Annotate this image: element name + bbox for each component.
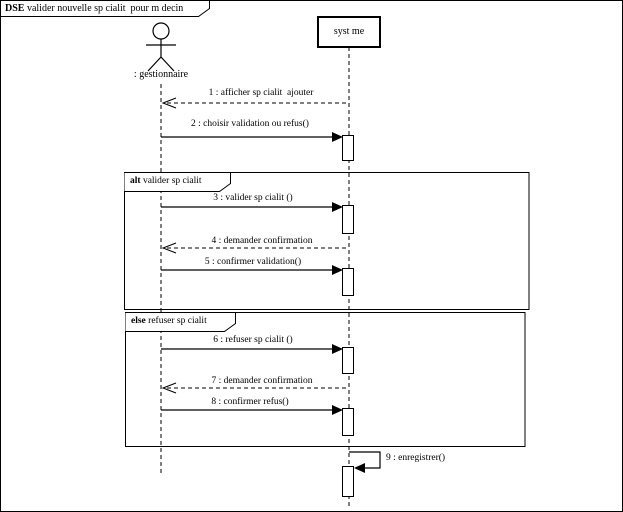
alt-fragment-box — [124, 172, 530, 310]
else-condition: refuser sp cialit — [148, 316, 207, 326]
activation-bar-msg8 — [342, 408, 354, 436]
else-fragment-pentagon — [125, 312, 236, 332]
message-6-arrow — [161, 344, 343, 354]
message-1-arrow — [161, 97, 349, 109]
frame-title-text: valider nouvelle sp cialit pour m decin — [26, 3, 184, 14]
message-5-arrow — [161, 265, 343, 275]
message-8-label: 8 : confirmer refus() — [211, 397, 289, 407]
message-4-arrow — [161, 242, 349, 254]
message-7-arrow — [161, 382, 349, 394]
message-7-label: 7 : demander confirmation — [211, 376, 313, 386]
message-3-label: 3 : valider sp cialit () — [213, 193, 293, 203]
message-1-label: 1 : afficher sp cialit ajouter — [208, 88, 314, 98]
alt-fragment-label: alt valider sp cialit — [130, 176, 202, 187]
message-9-label: 9 : enregistrer() — [386, 453, 446, 463]
actor-label: : gestionnaire — [133, 69, 189, 80]
else-keyword: else — [131, 316, 146, 326]
activation-bar-msg9 — [342, 466, 354, 497]
message-4-label: 4 : demander confirmation — [211, 236, 313, 246]
activation-bar-msg3 — [342, 205, 354, 234]
message-5-label: 5 : confirmer validation() — [204, 257, 302, 267]
message-9-self-arrow — [349, 451, 381, 473]
frame-title: DSE valider nouvelle sp cialit pour m de… — [5, 3, 183, 14]
alt-keyword: alt — [130, 176, 141, 186]
frame-title-keyword: DSE — [5, 3, 25, 14]
message-8-arrow — [161, 405, 343, 415]
else-fragment-label: else refuser sp cialit — [131, 316, 207, 327]
frame-title-pentagon — [0, 0, 210, 17]
activation-bar-msg6 — [342, 347, 354, 374]
message-2-arrow — [161, 132, 343, 142]
message-6-label: 6 : refuser sp cialit () — [213, 335, 293, 345]
message-2-label: 2 : choisir validation ou refus() — [191, 119, 309, 129]
alt-condition: valider sp cialit — [142, 176, 202, 186]
actor-stick-figure-icon — [146, 22, 176, 72]
activation-bar-msg2 — [342, 135, 354, 161]
activation-bar-msg5 — [342, 268, 354, 296]
else-fragment-box — [125, 312, 526, 447]
message-3-arrow — [161, 202, 343, 212]
system-label: syst me — [333, 26, 365, 37]
alt-fragment-pentagon — [124, 172, 231, 192]
